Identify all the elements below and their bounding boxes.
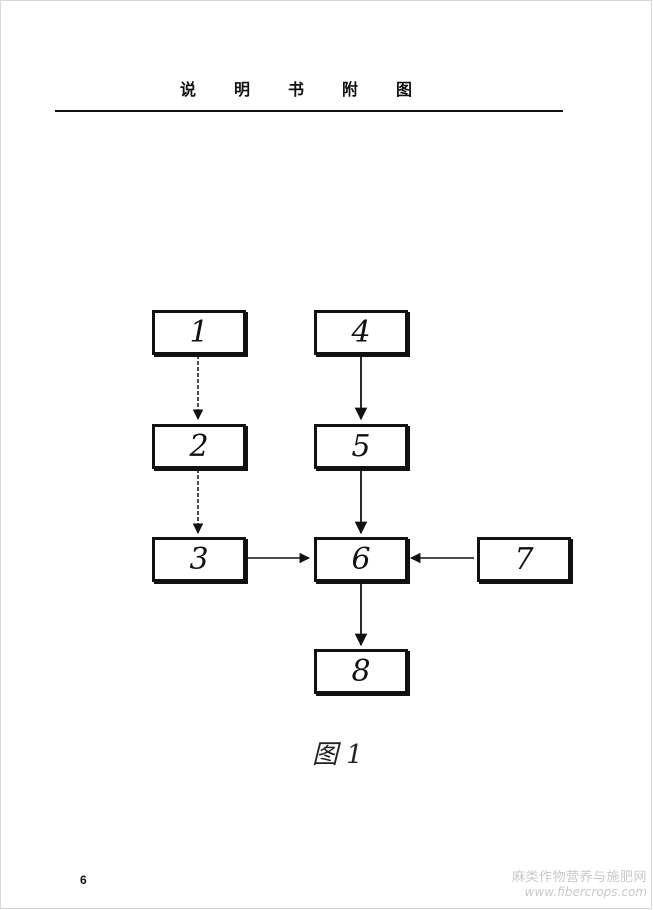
box-7-label: 7 <box>514 542 534 577</box>
box-3-label: 3 <box>189 542 209 577</box>
box-4-label: 4 <box>351 315 371 350</box>
box-6: 6 <box>314 537 408 582</box>
box-2: 2 <box>152 424 246 469</box>
box-5-label: 5 <box>351 429 371 464</box>
box-3: 3 <box>152 537 246 582</box>
box-8: 8 <box>314 649 408 694</box>
box-1: 1 <box>152 310 246 355</box>
watermark-site-name: 麻类作物营养与施肥网 <box>511 870 647 885</box>
box-6-label: 6 <box>351 542 371 577</box>
watermark-url: www.fibercrops.com <box>524 885 647 899</box>
box-5: 5 <box>314 424 408 469</box>
box-4: 4 <box>314 310 408 355</box>
box-8-label: 8 <box>351 654 371 689</box>
page-number: 6 <box>80 873 87 887</box>
page-title: 说明书附图 <box>179 80 450 99</box>
box-2-label: 2 <box>189 429 209 464</box>
box-7: 7 <box>477 537 571 582</box>
figure-caption: 图 1 <box>312 740 363 770</box>
watermark: 麻类作物营养与施肥网 www.fibercrops.com <box>512 870 647 900</box>
box-1-label: 1 <box>189 315 209 350</box>
header-rule <box>55 110 563 112</box>
